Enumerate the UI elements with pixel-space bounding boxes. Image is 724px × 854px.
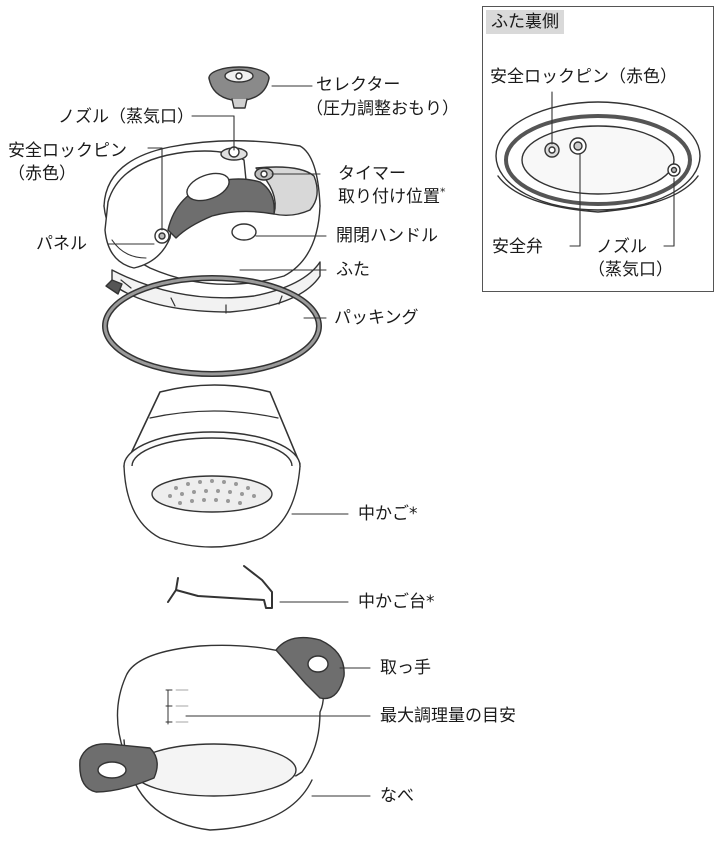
label-selector-line1: セレクター bbox=[316, 75, 401, 95]
inset-label-nozzle-line2: （蒸気口） bbox=[588, 260, 673, 280]
label-packing: パッキング bbox=[334, 308, 419, 328]
label-pot: なべ bbox=[380, 786, 414, 806]
lid bbox=[103, 140, 321, 314]
label-max-line: 最大調理量の目安 bbox=[380, 706, 516, 726]
label-timer-line2: 取り付け位置* bbox=[338, 185, 446, 207]
pot bbox=[79, 636, 345, 831]
inset-label-nozzle-line1: ノズル bbox=[596, 237, 647, 257]
inset-title: ふた裏側 bbox=[486, 10, 564, 34]
label-lock-pin-line2: （赤色） bbox=[8, 164, 76, 184]
label-basket: 中かご* bbox=[358, 504, 418, 524]
inset-label-safety-valve: 安全弁 bbox=[492, 237, 543, 257]
basket bbox=[123, 384, 301, 548]
leader-lines bbox=[107, 85, 675, 797]
label-nozzle: ノズル（蒸気口） bbox=[58, 107, 194, 127]
timer-footnote-mark: * bbox=[440, 185, 446, 199]
label-lid: ふた bbox=[336, 260, 370, 280]
label-handle: 開閉ハンドル bbox=[336, 226, 438, 246]
label-timer-line1: タイマー bbox=[338, 164, 406, 184]
basket-stand bbox=[167, 565, 273, 609]
packing bbox=[102, 275, 322, 377]
label-lock-pin-line1: 安全ロックピン bbox=[8, 141, 127, 161]
label-selector-line2: （圧力調整おもり） bbox=[306, 99, 459, 119]
selector-weight bbox=[208, 66, 270, 109]
inset-label-lock-pin: 安全ロックピン（赤色） bbox=[490, 67, 677, 87]
inset-lid-underside bbox=[495, 101, 701, 213]
inset-frame bbox=[482, 6, 714, 292]
label-grip: 取っ手 bbox=[380, 658, 431, 678]
label-panel: パネル bbox=[36, 234, 87, 254]
label-basket-stand: 中かご台* bbox=[358, 592, 435, 612]
